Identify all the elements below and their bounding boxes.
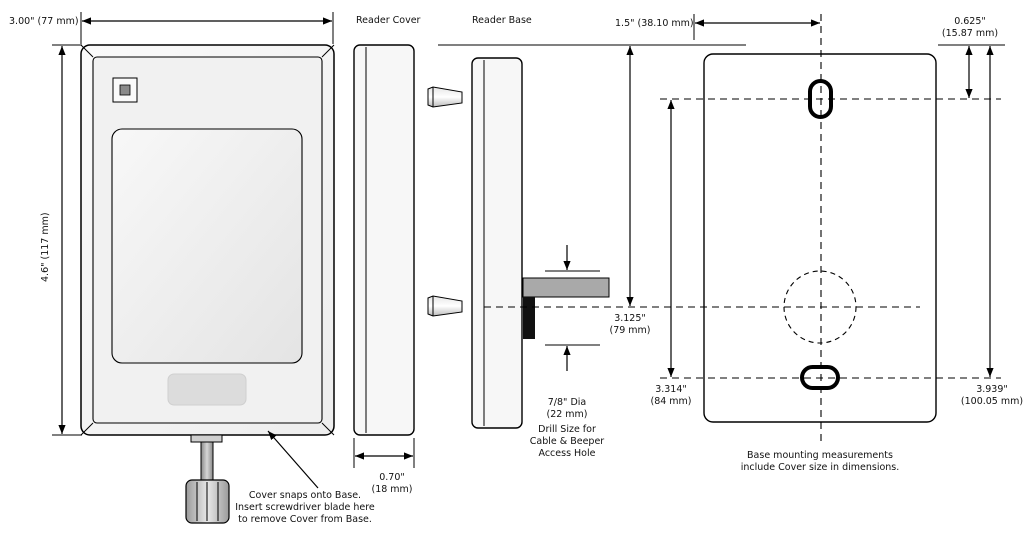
offset-3314-inch-label: 3.314" <box>655 384 687 395</box>
depth-inch-label: 0.70" <box>379 472 405 483</box>
drill-note-line-2: Cable & Beeper <box>530 436 604 447</box>
drill-note-line-3: Access Hole <box>539 448 596 459</box>
offset-0625-inch-label: 0.625" <box>954 16 986 27</box>
offset-0625-mm-label: (15.87 mm) <box>942 28 998 39</box>
screwdriver-slot <box>190 434 223 443</box>
drill-dia-label: 7/8" Dia <box>548 397 586 408</box>
drill-mm-label: (22 mm) <box>546 409 587 420</box>
bevel-tr <box>321 44 335 58</box>
wall-anchor-bottom <box>427 295 463 317</box>
logo-plate <box>167 373 247 406</box>
drill-hole-section <box>523 297 535 339</box>
base-note-line-2: include Cover size in dimensions. <box>741 462 900 473</box>
reader-window <box>111 128 303 364</box>
drill-note-line-1: Drill Size for <box>538 424 596 435</box>
cover-side-view: Reader Cover 0.70" (18 mm) <box>353 15 463 495</box>
top-mounting-slot <box>808 79 833 119</box>
access-hole-outline <box>783 270 857 344</box>
offset-3125-inch-label: 3.125" <box>614 313 646 324</box>
bevel-tl <box>80 44 94 58</box>
front-view: 3.00" (77 mm) 4.6" (117 mm) Cover snaps … <box>9 12 375 525</box>
base-note-line-1: Base mounting measurements <box>747 450 893 461</box>
cover-width-label: 3.00" (77 mm) <box>9 16 79 27</box>
snap-note-leader <box>267 430 319 489</box>
bevel-bl <box>80 422 94 436</box>
screwdriver-shaft <box>200 441 214 483</box>
snap-note-line-1: Cover snaps onto Base. <box>249 490 361 501</box>
base-plate-view: 1.5" (38.10 mm) 0.625" (15.87 mm) 3.939"… <box>484 14 1023 473</box>
base-side-view: Reader Base 7/8" Dia (22 mm) Drill Size … <box>438 15 746 459</box>
bevel-br <box>321 422 335 436</box>
offset-3939-mm-label: (100.05 mm) <box>961 396 1023 407</box>
base-side-body <box>471 57 523 429</box>
offset-15-label: 1.5" (38.10 mm) <box>615 18 694 29</box>
reader-cover-title: Reader Cover <box>356 15 421 26</box>
bottom-mounting-slot <box>800 365 840 390</box>
wall-anchor-top <box>427 86 463 108</box>
depth-mm-label: (18 mm) <box>371 484 412 495</box>
cover-height-label: 4.6" (117 mm) <box>40 212 51 282</box>
reader-base-title: Reader Base <box>472 15 532 26</box>
snap-note-line-2: Insert screwdriver blade here <box>235 502 375 513</box>
offset-3314-mm-label: (84 mm) <box>650 396 691 407</box>
base-plate-outline <box>703 53 937 423</box>
offset-3125-mm-label: (79 mm) <box>609 325 650 336</box>
cover-side-body <box>353 44 415 436</box>
snap-note-line-3: to remove Cover from Base. <box>238 514 372 525</box>
led-indicator <box>119 84 131 96</box>
offset-3939-inch-label: 3.939" <box>976 384 1008 395</box>
wall-section <box>522 277 610 298</box>
